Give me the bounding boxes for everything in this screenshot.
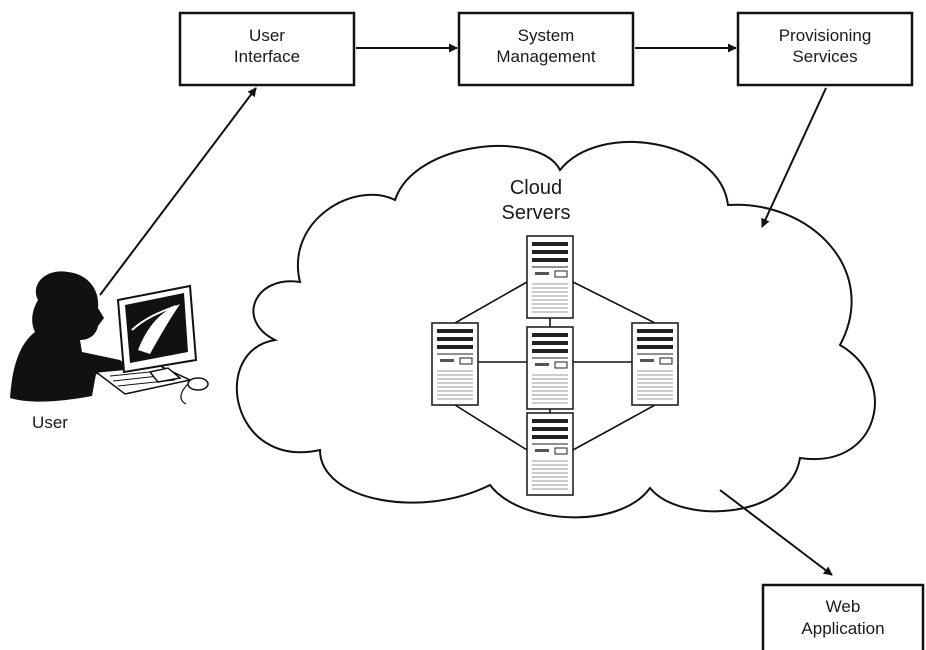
cloud-label-line2: Servers (502, 202, 571, 224)
user-interface-label-line2: Interface (234, 47, 300, 66)
web-application-box: Web Application (761, 583, 925, 650)
server-center (526, 326, 574, 410)
user-at-computer-illustration (10, 271, 209, 405)
server-left (431, 322, 479, 406)
user-label: User (32, 413, 68, 432)
server-network-links (454, 281, 656, 451)
system-management-label-line2: Management (496, 47, 596, 66)
arrow-provisioning-to-cloud (761, 87, 827, 228)
user-interface-box: User Interface (178, 11, 356, 87)
server-top (526, 235, 574, 319)
server-right (631, 322, 679, 406)
person-silhouette (10, 271, 132, 402)
cloud-label-line1: Cloud (510, 177, 562, 199)
arrow-cloud-to-web-application (719, 489, 833, 576)
provisioning-services-label-line2: Services (792, 47, 857, 66)
mouse-shape (187, 377, 209, 391)
server-bottom (526, 412, 574, 496)
web-application-label-line1: Web (826, 597, 861, 616)
user-interface-label-line1: User (249, 26, 285, 45)
provisioning-services-label-line1: Provisioning (779, 26, 872, 45)
system-management-label-line1: System (518, 26, 575, 45)
keyboard-shape (94, 365, 193, 395)
web-application-label-line2: Application (801, 619, 884, 638)
system-management-box: System Management (457, 11, 635, 87)
arrow-user-to-ui (99, 87, 257, 296)
provisioning-services-box: Provisioning Services (736, 11, 914, 87)
